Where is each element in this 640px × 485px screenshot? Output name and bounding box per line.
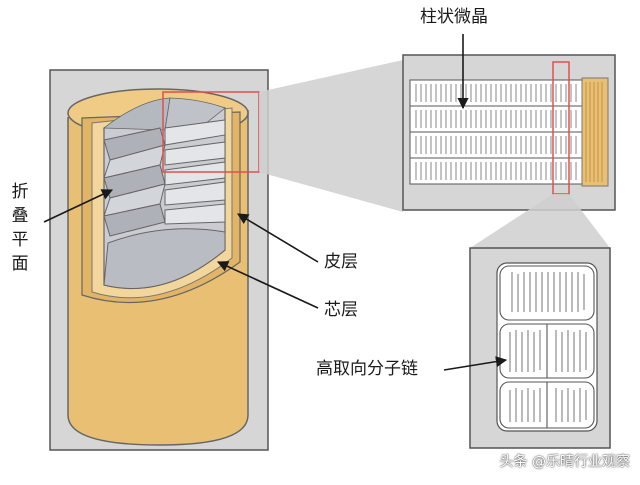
folded-planes bbox=[103, 119, 226, 237]
arrow-folded-plane bbox=[43, 189, 114, 223]
label-core-layer: 芯层 bbox=[324, 300, 358, 320]
oriented-chains bbox=[496, 262, 598, 432]
annotation-arrows bbox=[43, 34, 508, 371]
label-skin-layer: 皮层 bbox=[324, 252, 358, 272]
label-oriented-chains: 高取向分子链 bbox=[316, 359, 418, 379]
arrow-skin-layer bbox=[237, 213, 319, 263]
arrow-core-layer bbox=[216, 261, 319, 309]
zoom-funnel-1 bbox=[259, 60, 403, 212]
label-folded-plane: 折叠平面 bbox=[11, 182, 29, 274]
zoom-funnel-2 bbox=[470, 194, 610, 248]
watermark: 头条 @乐晴行业观察 bbox=[499, 454, 630, 470]
label-columnar-crystal: 柱状微晶 bbox=[420, 7, 488, 27]
columnar-crystals bbox=[409, 77, 609, 187]
arrow-oriented-chains bbox=[443, 356, 508, 371]
